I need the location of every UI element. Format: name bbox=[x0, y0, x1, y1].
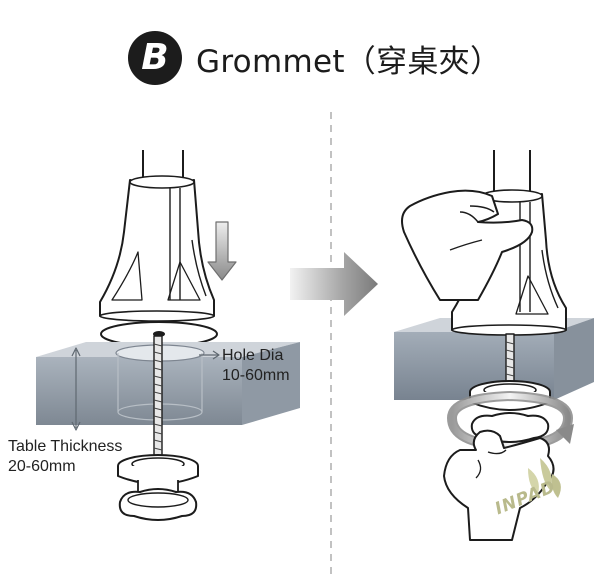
table-thickness-dimension bbox=[71, 347, 81, 431]
clamp-ring-left bbox=[117, 454, 199, 485]
right-panel bbox=[394, 150, 594, 541]
upper-hand bbox=[401, 189, 534, 301]
base-cone-left bbox=[99, 179, 215, 317]
desk-left bbox=[36, 342, 300, 425]
table-thickness-label: Table Thickness 20-60mm bbox=[8, 437, 122, 477]
section-header: B Grommet（穿桌夾） bbox=[128, 30, 501, 86]
threaded-rod-left bbox=[153, 335, 163, 471]
knob-left bbox=[118, 480, 198, 521]
hole-dia-title: Hole Dia bbox=[222, 347, 284, 364]
pole-right bbox=[493, 150, 531, 197]
hole-dia-label: Hole Dia 10-60mm bbox=[222, 346, 290, 386]
inpad-logo-icon bbox=[528, 458, 561, 498]
table-thickness-range: 20-60mm bbox=[8, 458, 76, 475]
step-badge-letter: B bbox=[141, 37, 169, 78]
table-thickness-title: Table Thickness bbox=[8, 438, 123, 455]
down-arrow-icon bbox=[207, 221, 237, 281]
step-badge: B bbox=[128, 31, 182, 85]
hole-dia-range: 10-60mm bbox=[222, 367, 290, 384]
section-title: Grommet（穿桌夾） bbox=[196, 43, 502, 80]
lower-hand bbox=[443, 429, 555, 541]
right-arrow-icon bbox=[290, 252, 378, 316]
left-panel bbox=[36, 150, 300, 521]
